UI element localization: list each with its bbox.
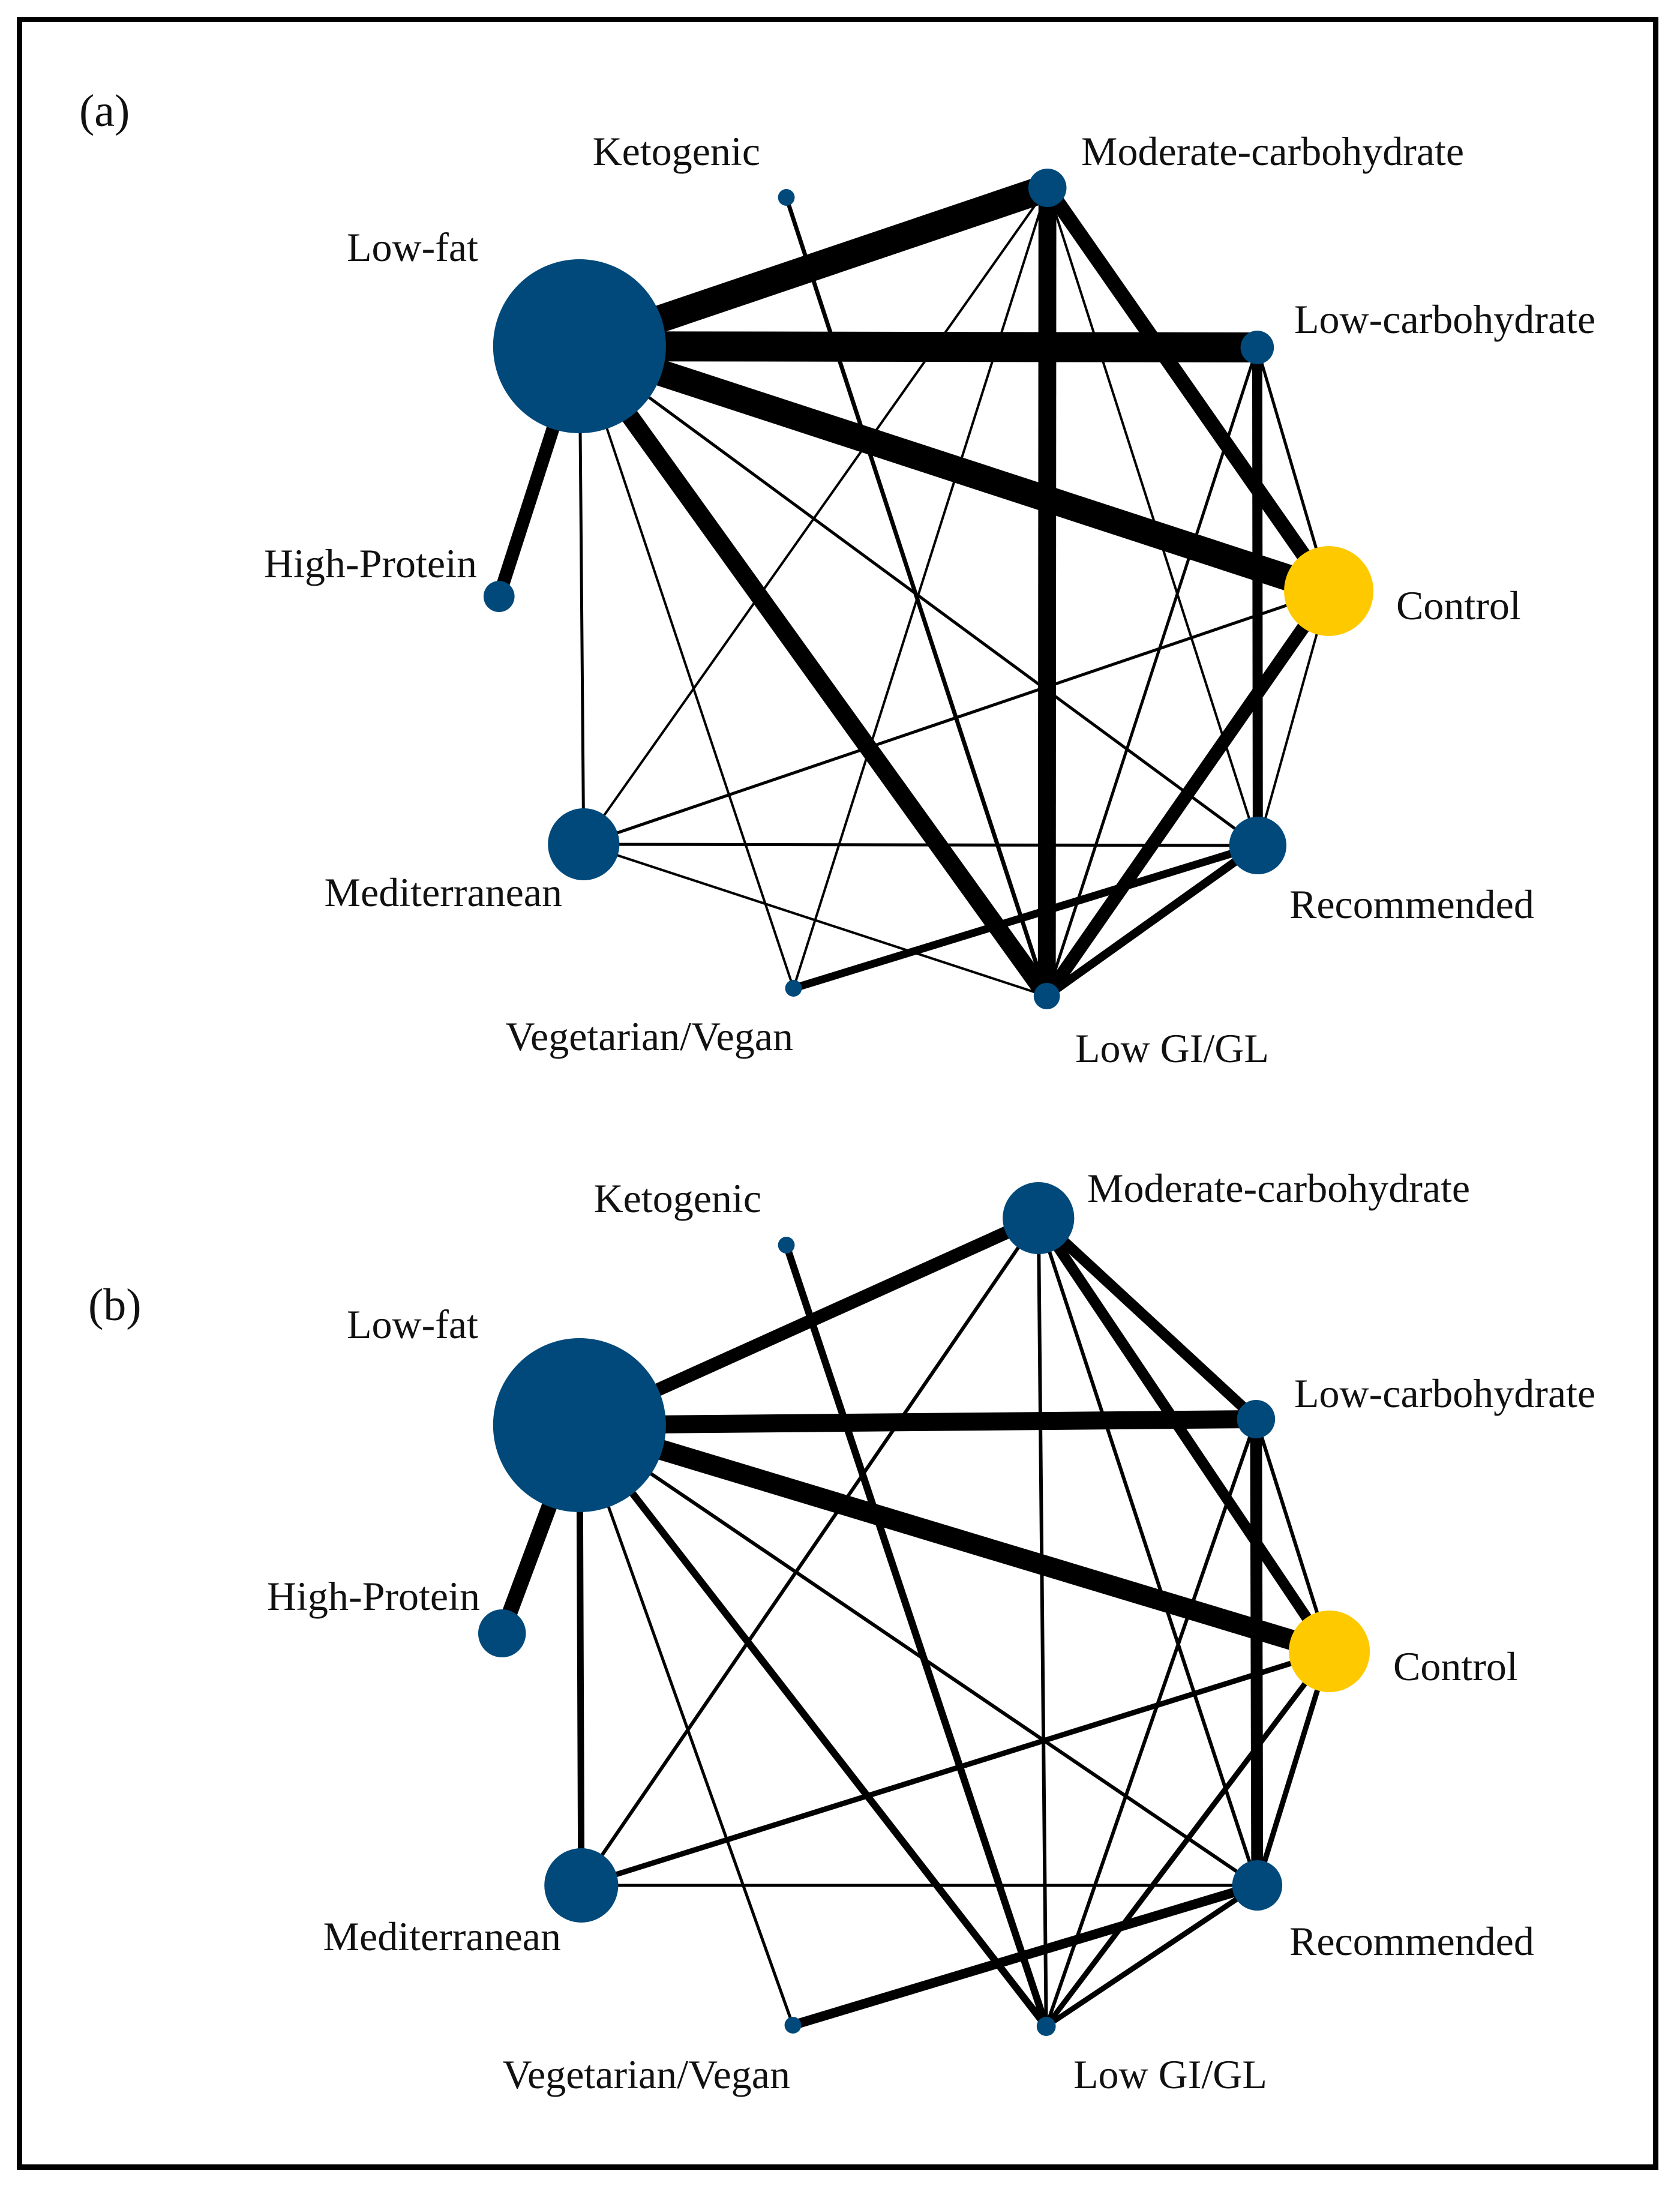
node-label-vegetarian: Vegetarian/Vegan bbox=[505, 1013, 793, 1059]
network-edge bbox=[1034, 1214, 1260, 1423]
network-node-mediterranean[interactable] bbox=[548, 808, 620, 880]
node-label-mediterranean: Mediterranean bbox=[323, 1914, 561, 1959]
network-edge bbox=[579, 331, 1258, 362]
network-edge bbox=[575, 334, 1333, 604]
network-node-lowfat[interactable] bbox=[493, 259, 666, 433]
network-node-ketogenic[interactable] bbox=[778, 189, 795, 206]
edge-layer bbox=[493, 175, 1335, 1001]
node-label-ketogenic: Ketogenic bbox=[592, 128, 760, 174]
node-label-control: Control bbox=[1396, 583, 1521, 628]
node-label-highprotein: High-Protein bbox=[263, 541, 477, 586]
network-edge bbox=[792, 187, 1049, 989]
network-edge bbox=[577, 1415, 1333, 1662]
node-label-lowcarb: Low-carbohydrate bbox=[1294, 296, 1596, 342]
node-layer bbox=[483, 169, 1374, 1009]
network-edge bbox=[577, 1423, 1049, 2029]
node-label-modcarb: Moderate-carbohydrate bbox=[1081, 128, 1465, 174]
node-label-modcarb: Moderate-carbohydrate bbox=[1087, 1165, 1471, 1211]
network-edge bbox=[579, 1410, 1256, 1434]
network-node-mediterranean[interactable] bbox=[544, 1848, 619, 1923]
network-node-ketogenic[interactable] bbox=[778, 1237, 795, 1254]
network-node-highprotein[interactable] bbox=[478, 1609, 526, 1657]
network-node-lowfat[interactable] bbox=[493, 1338, 666, 1512]
edge-layer bbox=[494, 1212, 1334, 2030]
network-node-lowgi[interactable] bbox=[1036, 2017, 1056, 2036]
network-edge bbox=[583, 589, 1330, 846]
network-edge bbox=[578, 1423, 1259, 1887]
network-edge bbox=[583, 187, 1049, 845]
network-node-control[interactable] bbox=[1289, 1611, 1370, 1692]
network-edge bbox=[1044, 1650, 1332, 2028]
network-edge bbox=[792, 841, 1259, 992]
network-edge bbox=[580, 1648, 1330, 1888]
network-node-recommended[interactable] bbox=[1229, 817, 1287, 874]
network-edge bbox=[1044, 842, 1261, 1000]
network-edge bbox=[1036, 1218, 1048, 2027]
network-node-vegetarian[interactable] bbox=[784, 2017, 802, 2034]
network-node-control[interactable] bbox=[1284, 546, 1374, 636]
node-label-lowgi: Low GI/GL bbox=[1073, 2052, 1267, 2097]
network-edge bbox=[578, 1425, 794, 2026]
network-node-highprotein[interactable] bbox=[483, 581, 515, 612]
panel-b-caption: (b) bbox=[88, 1280, 142, 1330]
network-node-lowcarb[interactable] bbox=[1237, 1400, 1276, 1438]
network-edge bbox=[1036, 1218, 1259, 1886]
node-label-lowfat: Low-fat bbox=[346, 224, 478, 270]
network-edge bbox=[1250, 1419, 1264, 1886]
node-label-highprotein: High-Protein bbox=[266, 1573, 480, 1619]
network-edge bbox=[583, 843, 1048, 997]
node-label-control: Control bbox=[1393, 1644, 1518, 1689]
network-edge bbox=[1037, 187, 1057, 997]
network-node-vegetarian[interactable] bbox=[785, 980, 802, 997]
node-label-mediterranean: Mediterranean bbox=[324, 869, 562, 915]
network-edge bbox=[791, 1881, 1259, 2030]
node-label-recommended: Recommended bbox=[1289, 881, 1534, 927]
network-edge bbox=[572, 341, 1054, 1001]
network-node-lowcarb[interactable] bbox=[1240, 331, 1274, 364]
node-label-vegetarian: Vegetarian/Vegan bbox=[502, 2052, 790, 2097]
network-node-modcarb[interactable] bbox=[1028, 169, 1067, 207]
node-layer bbox=[478, 1182, 1370, 2036]
network-graph-a bbox=[483, 169, 1374, 1009]
network-edge bbox=[580, 1217, 1040, 1887]
node-label-recommended: Recommended bbox=[1289, 1918, 1534, 1964]
network-edge bbox=[1034, 1215, 1334, 1655]
network-edge bbox=[1041, 587, 1334, 1000]
network-edge bbox=[1041, 183, 1335, 596]
network-graph-b bbox=[478, 1182, 1370, 2036]
network-node-lowgi[interactable] bbox=[1033, 983, 1060, 1009]
network-node-recommended[interactable] bbox=[1232, 1860, 1283, 1911]
network-edge bbox=[782, 1244, 1050, 2028]
network-node-modcarb[interactable] bbox=[1003, 1182, 1075, 1254]
network-edge bbox=[1044, 1419, 1258, 2027]
panel-a-caption: (a) bbox=[79, 86, 130, 136]
network-edge bbox=[1045, 1883, 1259, 2029]
network-edge bbox=[1252, 347, 1263, 846]
network-edge bbox=[1045, 347, 1259, 997]
node-label-ketogenic: Ketogenic bbox=[593, 1176, 761, 1221]
network-edge bbox=[784, 196, 1049, 997]
node-label-lowgi: Low GI/GL bbox=[1075, 1025, 1269, 1071]
network-edge bbox=[1255, 1650, 1332, 1887]
node-label-lowcarb: Low-carbohydrate bbox=[1294, 1371, 1596, 1416]
node-label-lowfat: Low-fat bbox=[346, 1302, 478, 1347]
network-edge bbox=[578, 346, 795, 989]
